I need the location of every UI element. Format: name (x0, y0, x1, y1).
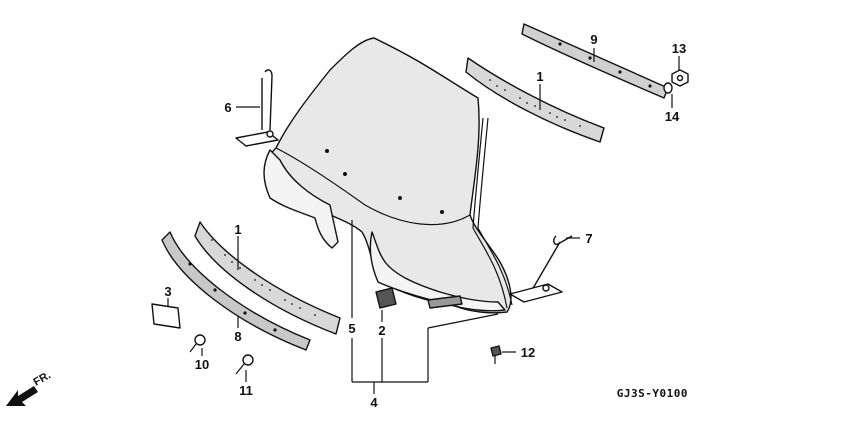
front-direction-label: FR. (32, 369, 53, 388)
callout-11: 11 (239, 383, 253, 398)
leader-lines (167, 48, 680, 394)
callout-2: 2 (378, 323, 385, 338)
callout-7: 7 (585, 231, 592, 246)
screw-11 (235, 354, 254, 375)
upper-rubber-strip (521, 23, 669, 99)
callout-10: 10 (195, 357, 209, 372)
nut-13 (671, 69, 689, 87)
callout-6: 6 (224, 100, 231, 115)
diagram-code: GJ3S-Y0100 (617, 387, 688, 400)
lower-seal-strip (194, 221, 341, 335)
callout-5: 5 (348, 321, 355, 336)
callout-1-lower: 1 (234, 222, 241, 237)
lower-rubber-strip (161, 231, 311, 351)
callout-8: 8 (234, 329, 241, 344)
callout-1-upper: 1 (536, 69, 543, 84)
screen-bottom-bracket (427, 295, 463, 309)
upper-seal-strip (465, 57, 605, 143)
callout-13: 13 (672, 41, 686, 56)
screw-10 (189, 334, 206, 353)
callout-9: 9 (590, 32, 597, 47)
label-sticker (151, 303, 181, 329)
callout-12: 12 (521, 345, 535, 360)
washer-14 (663, 82, 673, 94)
callout-14: 14 (665, 109, 680, 124)
front-direction-arrow-icon (6, 386, 38, 406)
callout-4: 4 (370, 395, 378, 410)
collar (375, 287, 397, 309)
right-stay-bracket (509, 235, 573, 303)
windshield-screen (266, 37, 513, 314)
callout-3: 3 (164, 284, 171, 299)
lower-cover (263, 149, 506, 312)
left-stay-bracket (235, 69, 279, 147)
screw-12 (490, 345, 502, 364)
